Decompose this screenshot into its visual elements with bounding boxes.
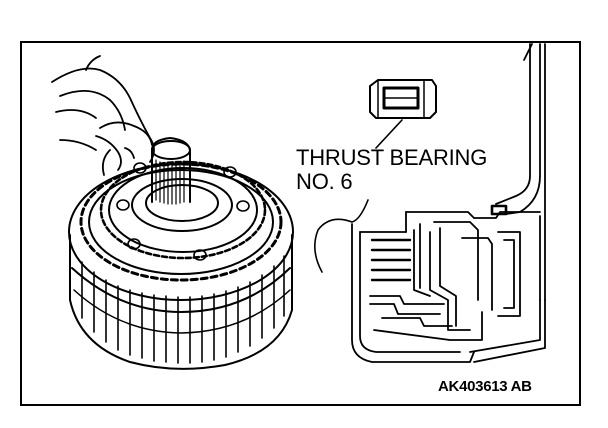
hand xyxy=(51,55,155,176)
cross-section-view xyxy=(314,43,546,363)
figure-code: AK403613 AB xyxy=(438,378,532,395)
thrust-bearing-callout: THRUST BEARING NO. 6 xyxy=(296,146,487,194)
callout-line-2: NO. 6 xyxy=(296,169,353,194)
callout-line-1: THRUST BEARING xyxy=(296,145,488,170)
clutch-drum-assembly xyxy=(68,137,294,370)
thrust-bearing-part xyxy=(369,79,437,149)
figure-frame xyxy=(20,41,581,406)
